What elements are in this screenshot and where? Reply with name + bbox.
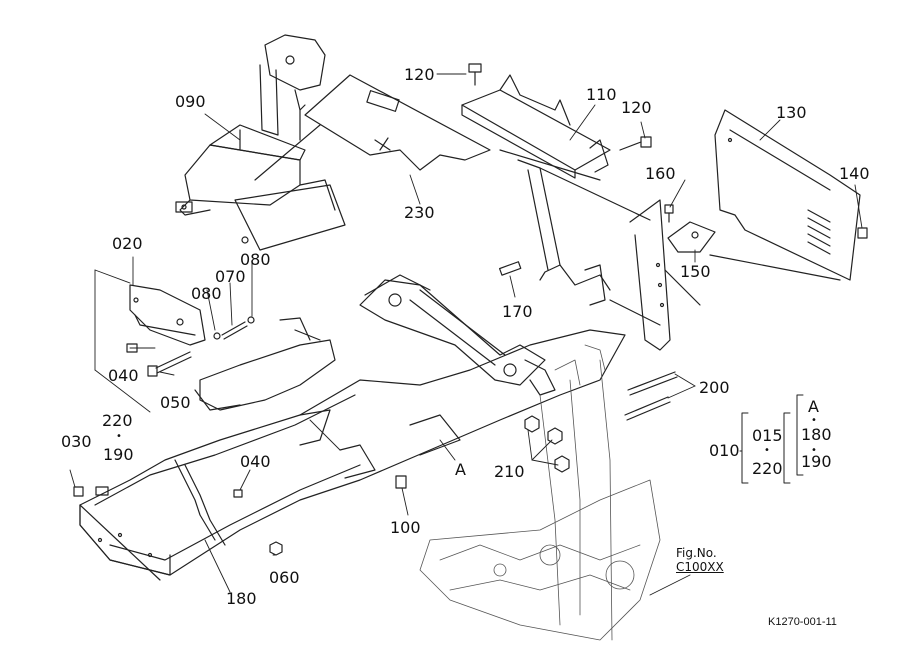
part-callout-150: 150 <box>680 262 711 281</box>
part-callout-100: 100 <box>390 518 421 537</box>
part-callout-080: 080 <box>191 284 222 303</box>
figure-reference: Fig.No. C100XX <box>676 546 724 574</box>
part-callout-050: 050 <box>160 393 191 412</box>
legend-marker-a: A <box>808 397 819 416</box>
small-cover-part <box>664 204 841 306</box>
part-callout-060: 060 <box>269 568 300 587</box>
part-callout-210: 210 <box>494 462 525 481</box>
part-callout-080: 080 <box>240 250 271 269</box>
part-callout-130: 130 <box>776 103 807 122</box>
part-callout-015: 015 <box>752 426 783 445</box>
part-callout-120: 120 <box>404 65 435 84</box>
leader-lines <box>69 73 863 596</box>
part-callout-110: 110 <box>586 85 617 104</box>
side-panel-part <box>714 109 861 281</box>
part-callout-070: 070 <box>215 267 246 286</box>
part-callout-090: 090 <box>175 92 206 111</box>
part-callout-220: 220 <box>752 459 783 478</box>
bullet-separator: • <box>116 431 122 442</box>
pivot-crossmember-part <box>359 274 556 396</box>
part-callout-180: 180 <box>801 425 832 444</box>
detail-marker-a: A <box>455 460 466 479</box>
part-callout-040: 040 <box>108 366 139 385</box>
figure-reference-code: C100XX <box>676 560 724 574</box>
part-callout-170: 170 <box>502 302 533 321</box>
fastener-group <box>73 63 868 556</box>
part-callout-180: 180 <box>226 589 257 608</box>
left-bracket-part <box>194 317 336 411</box>
legend-brackets <box>739 394 804 484</box>
rops-frame-part <box>517 159 671 351</box>
part-callout-200: 200 <box>699 378 730 397</box>
part-callout-030: 030 <box>61 432 92 451</box>
top-crossmember-part <box>461 74 611 181</box>
part-callout-040: 040 <box>240 452 271 471</box>
upper-seat-bracket-part <box>259 34 326 141</box>
bullet-separator: • <box>811 415 817 426</box>
engine-reference-part <box>419 344 661 641</box>
part-callout-190: 190 <box>801 452 832 471</box>
pin-part <box>498 261 522 276</box>
part-callout-220: 220 <box>102 411 133 430</box>
figure-reference-label: Fig.No. <box>676 546 717 560</box>
part-callout-230: 230 <box>404 203 435 222</box>
seat-bracket-part <box>175 124 346 251</box>
floor-plate-part <box>254 74 491 181</box>
bullet-separator: • <box>764 445 770 456</box>
bracket-020-part <box>129 284 206 346</box>
part-callout-160: 160 <box>645 164 676 183</box>
main-frame-rails <box>79 329 626 581</box>
part-callout-120: 120 <box>621 98 652 117</box>
part-callout-190: 190 <box>103 445 134 464</box>
part-callout-010: 010 <box>709 441 740 460</box>
drawing-number: K1270-001-11 <box>768 616 837 628</box>
part-callout-140: 140 <box>839 164 870 183</box>
bullet-separator: • <box>811 445 817 456</box>
part-callout-020: 020 <box>112 234 143 253</box>
